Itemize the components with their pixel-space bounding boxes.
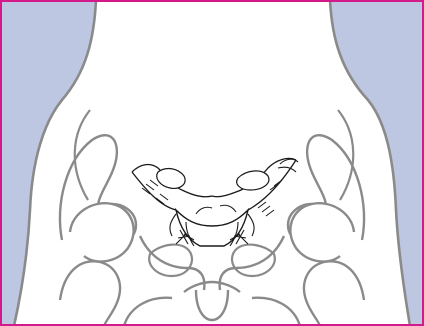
anatomy-illustration — [0, 0, 424, 326]
anatomy-illustration-frame — [0, 0, 424, 326]
